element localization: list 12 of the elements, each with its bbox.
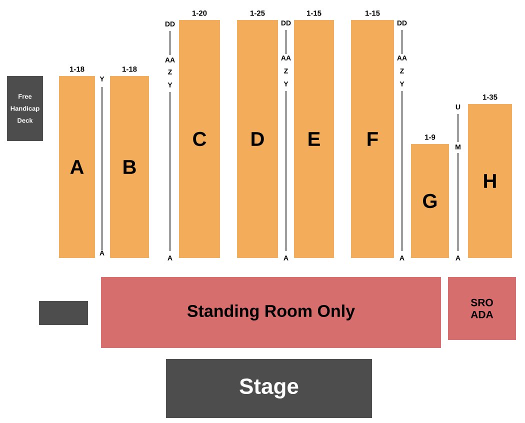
seating-section: B xyxy=(110,76,149,258)
stage-block: Stage xyxy=(166,359,372,418)
seating-section: H xyxy=(468,104,512,258)
seating-section: D xyxy=(237,20,278,258)
standing-area: Standing Room Only xyxy=(101,277,441,348)
blank-box xyxy=(39,301,88,325)
seating-section: A xyxy=(59,76,95,258)
seating-section: G xyxy=(411,144,449,258)
seating-section: C xyxy=(179,20,220,258)
seating-section: F xyxy=(351,20,394,258)
seating-section: E xyxy=(294,20,334,258)
standing-area: SRO ADA xyxy=(448,277,516,340)
